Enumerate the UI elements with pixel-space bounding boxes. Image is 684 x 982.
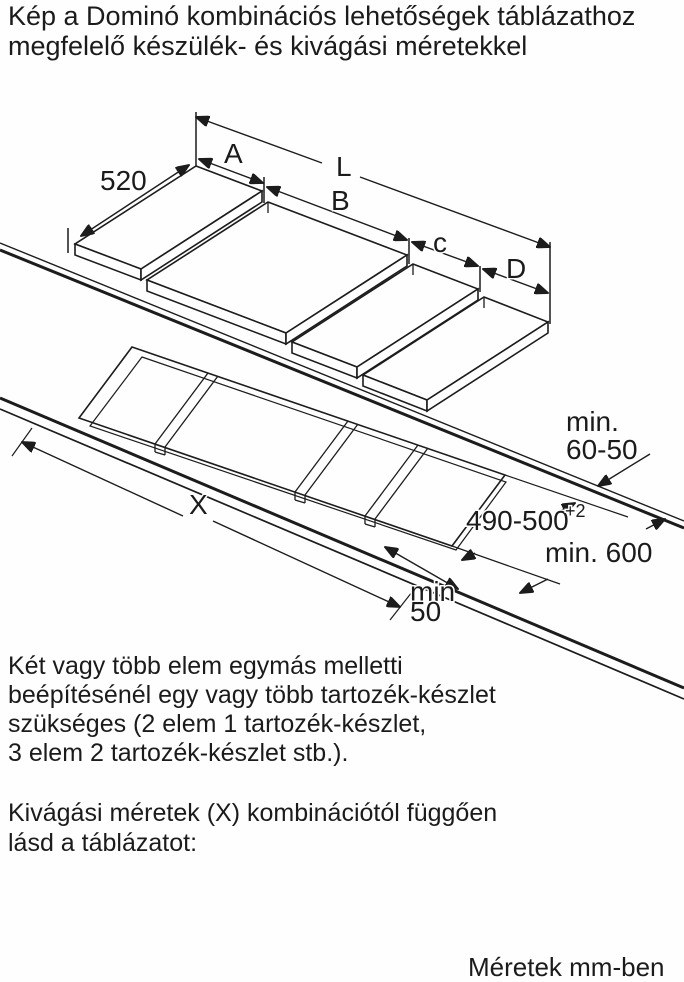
module-2-front <box>285 253 408 346</box>
bottom-dimension-lines <box>11 427 665 621</box>
label-cutout-depth-tolerance: +2 <box>565 501 586 521</box>
label-min-back-2: 60-50 <box>566 434 638 465</box>
module-4-front <box>426 320 549 413</box>
accessory-note: Két vagy több elem egymás melletti beépí… <box>8 652 496 767</box>
label-dim-b: B <box>331 185 350 216</box>
label-dim-l: L <box>336 151 352 182</box>
label-dim-c: c <box>433 227 447 258</box>
label-min-worktop-depth: min. 600 <box>545 537 652 568</box>
module-1-front <box>140 189 263 282</box>
cutout-note: Kivágási méretek (X) kombinációtól függő… <box>8 799 498 857</box>
label-min-back-1: min. <box>566 406 619 437</box>
label-min-front-2: 50 <box>410 596 441 627</box>
label-cutout-length: X <box>189 489 208 520</box>
units-note: Méretek mm-ben <box>468 952 665 982</box>
page-title: Kép a Dominó kombinációs lehetőségek táb… <box>8 1 636 61</box>
label-cutout-depth: 490-500 <box>466 505 569 536</box>
cutout-divider-2 <box>294 420 359 504</box>
hob-modules <box>73 165 550 413</box>
label-module-depth: 520 <box>100 165 147 196</box>
label-min-front-1: min <box>410 576 455 607</box>
cutout-divider-3 <box>364 444 429 528</box>
worktop-back-edge <box>0 242 684 530</box>
dimension-labels: 520 A L B c D X min. 60-50 490-500 +2 mi… <box>99 137 654 629</box>
top-dimension-lines <box>81 117 550 293</box>
label-dim-a: A <box>224 138 243 169</box>
worktop-front-edge <box>0 396 684 700</box>
label-dim-d: D <box>506 253 526 284</box>
cutout-divider-1 <box>154 372 219 456</box>
